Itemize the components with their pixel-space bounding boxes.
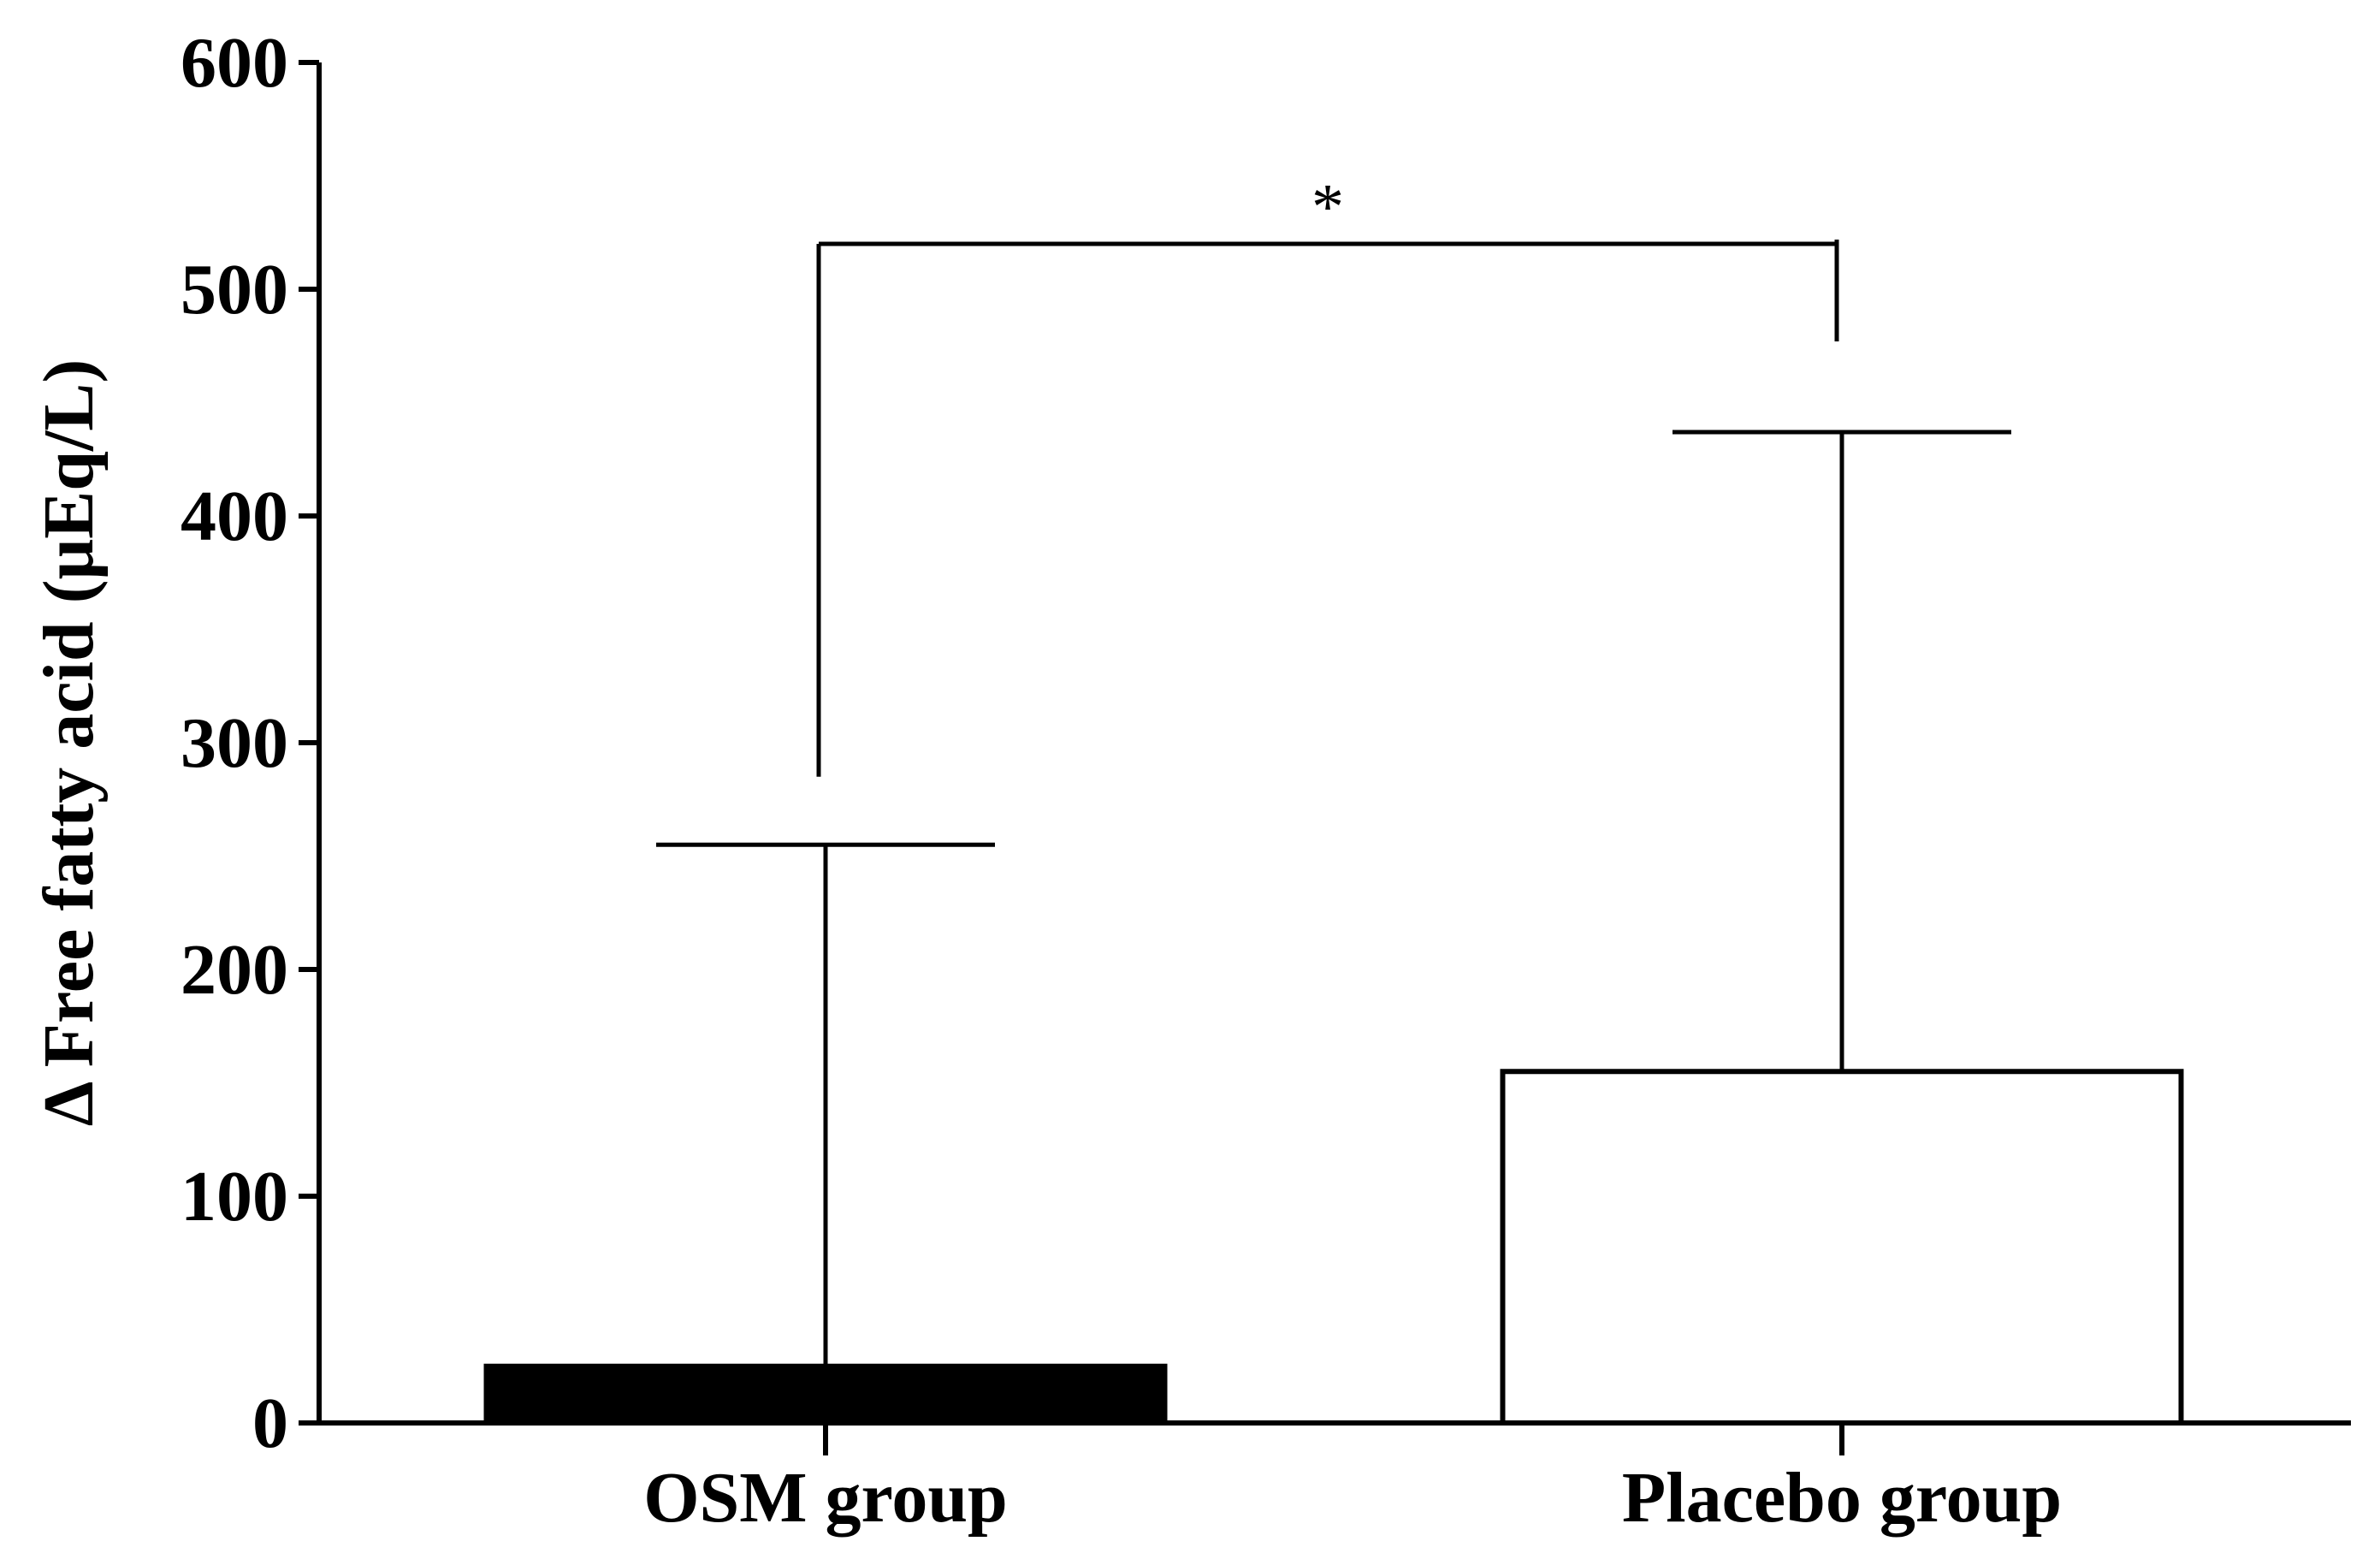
- y-axis-title: Δ Free fatty acid (μEq/L): [29, 359, 109, 1127]
- error-bars: [656, 430, 2011, 1366]
- y-tick-label: 400: [181, 477, 288, 556]
- y-tick-label: 0: [252, 1384, 288, 1463]
- x-category-label: Placebo group: [1622, 1458, 2062, 1538]
- bar: [1500, 1069, 2184, 1426]
- y-tick-label: 500: [181, 250, 288, 329]
- bar: [483, 1363, 1168, 1426]
- bars: [483, 1069, 2184, 1426]
- y-tick-label: 300: [181, 703, 288, 783]
- x-categories: OSM group Placebo group: [643, 1423, 2062, 1538]
- y-tick-label: 600: [181, 23, 288, 103]
- y-tick-label: 100: [181, 1157, 288, 1236]
- significance-bracket: *: [816, 171, 1839, 777]
- y-tick-label: 200: [181, 930, 288, 1010]
- y-ticks: 0 100 200 300 400 500 600: [181, 23, 319, 1463]
- x-category-label: OSM group: [643, 1458, 1008, 1538]
- significance-asterisk: *: [1311, 171, 1344, 243]
